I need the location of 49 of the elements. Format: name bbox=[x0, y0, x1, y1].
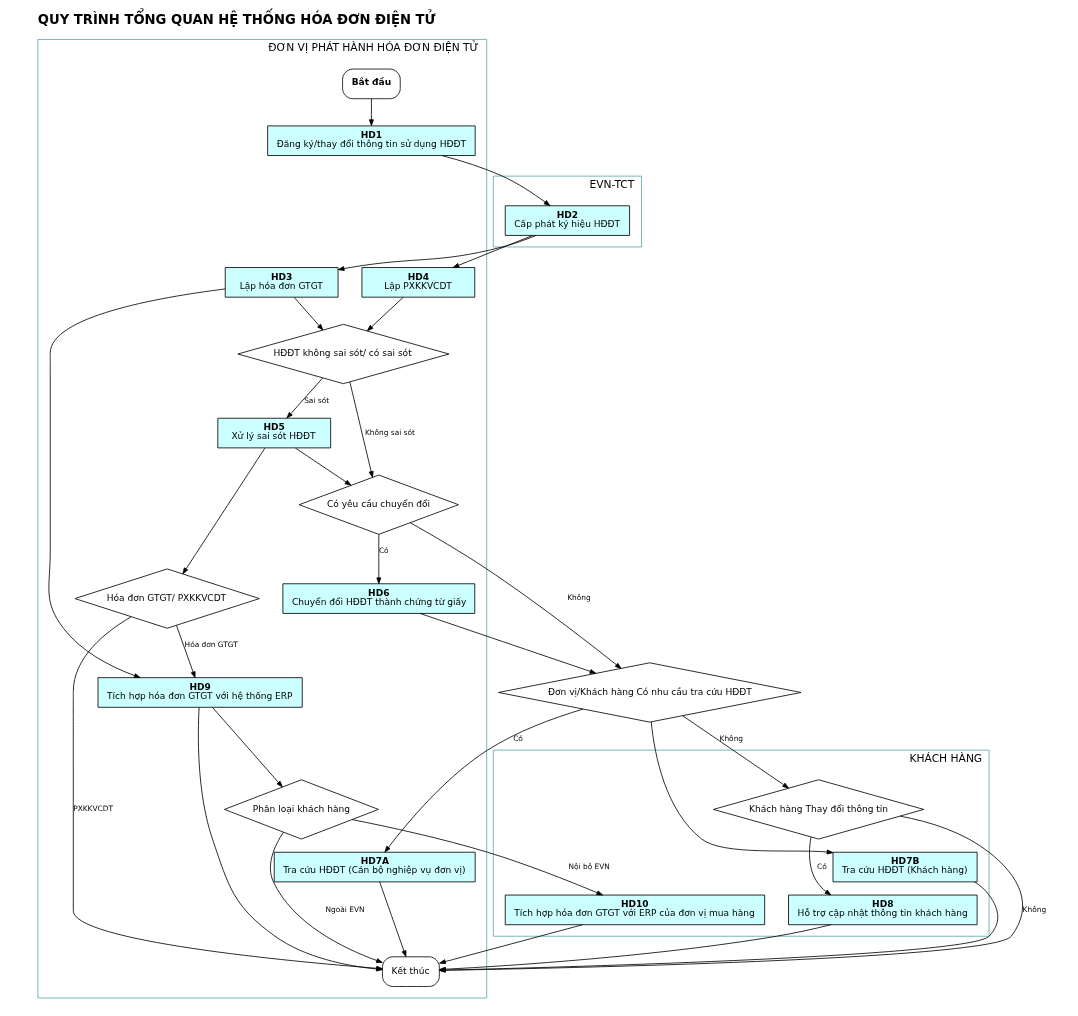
node-box: HD7A Tra cứu HĐĐT (Cán bộ nghiệp vụ đơn vị) bbox=[273, 851, 476, 883]
edge-label: Không bbox=[719, 734, 744, 744]
arrow bbox=[682, 715, 789, 789]
node-diamond: Có yêu cầu chuyển đổi bbox=[298, 474, 459, 535]
arrow bbox=[368, 98, 374, 126]
arrow bbox=[212, 707, 283, 788]
node-box: Bắt đầu bbox=[342, 68, 401, 100]
edge-label: Nội bộ EVN bbox=[568, 861, 610, 871]
edge-label: Có bbox=[817, 861, 827, 871]
edge-label: PXKKVCDT bbox=[73, 804, 113, 814]
edge-label: Không sai sót bbox=[364, 427, 415, 437]
edge-label: Có bbox=[513, 734, 523, 744]
node-box: Kết thúc bbox=[382, 956, 440, 987]
edge-label: Ngoài EVN bbox=[325, 904, 365, 914]
arrow bbox=[286, 377, 324, 419]
node-box: HD8 Hỗ trợ cập nhật thông tin khách hàng bbox=[788, 894, 978, 926]
arrow bbox=[48, 288, 226, 678]
node-box: HD10 Tích hợp hóa đơn GTGT với ERP của đơn vị mua hàng bbox=[504, 894, 766, 926]
arrow bbox=[441, 155, 551, 207]
edge-label: Sai sót bbox=[304, 395, 330, 405]
arrow bbox=[367, 296, 404, 332]
node-box: HD1 Đăng ký/thay đổi thông tin sử dụng HĐĐT bbox=[267, 125, 476, 156]
node-box: HD5 Xử lý sai sót HĐĐT bbox=[217, 417, 332, 449]
arrow bbox=[419, 613, 597, 674]
arrow bbox=[409, 522, 622, 669]
node-box: HD2 Cấp phát ký hiệu HĐĐT bbox=[504, 205, 630, 236]
node-box: HD6 Chuyển đổi HĐĐT thành chứng từ giấy bbox=[282, 583, 476, 614]
arrow bbox=[337, 235, 537, 271]
arrow bbox=[270, 831, 383, 963]
arrow bbox=[295, 447, 352, 486]
arrow bbox=[650, 721, 834, 855]
node-box: HD4 Lập PXKKVCDT bbox=[361, 267, 476, 298]
node-box: HD3 Lập hóa đơn GTGT bbox=[224, 267, 339, 298]
arrow bbox=[379, 881, 407, 957]
arrow bbox=[349, 381, 374, 478]
node-box: HD7B Tra cứu HĐĐT (Khách hàng) bbox=[832, 851, 978, 883]
arrow bbox=[182, 447, 266, 575]
arrow bbox=[384, 708, 584, 853]
arrow bbox=[293, 296, 324, 331]
arrow bbox=[351, 819, 604, 896]
edge-label: Hóa đơn GTGT bbox=[184, 640, 238, 650]
arrow bbox=[452, 235, 533, 268]
arrow bbox=[176, 624, 196, 678]
arrow bbox=[809, 836, 832, 896]
edge-label: Có bbox=[378, 546, 389, 556]
edge-label: Không bbox=[1022, 904, 1047, 914]
arrow bbox=[376, 534, 382, 585]
node-box: HD9 Tích hợp hóa đơn GTGT với hệ thống ERP bbox=[97, 677, 303, 708]
edge-label: Không bbox=[567, 593, 591, 603]
